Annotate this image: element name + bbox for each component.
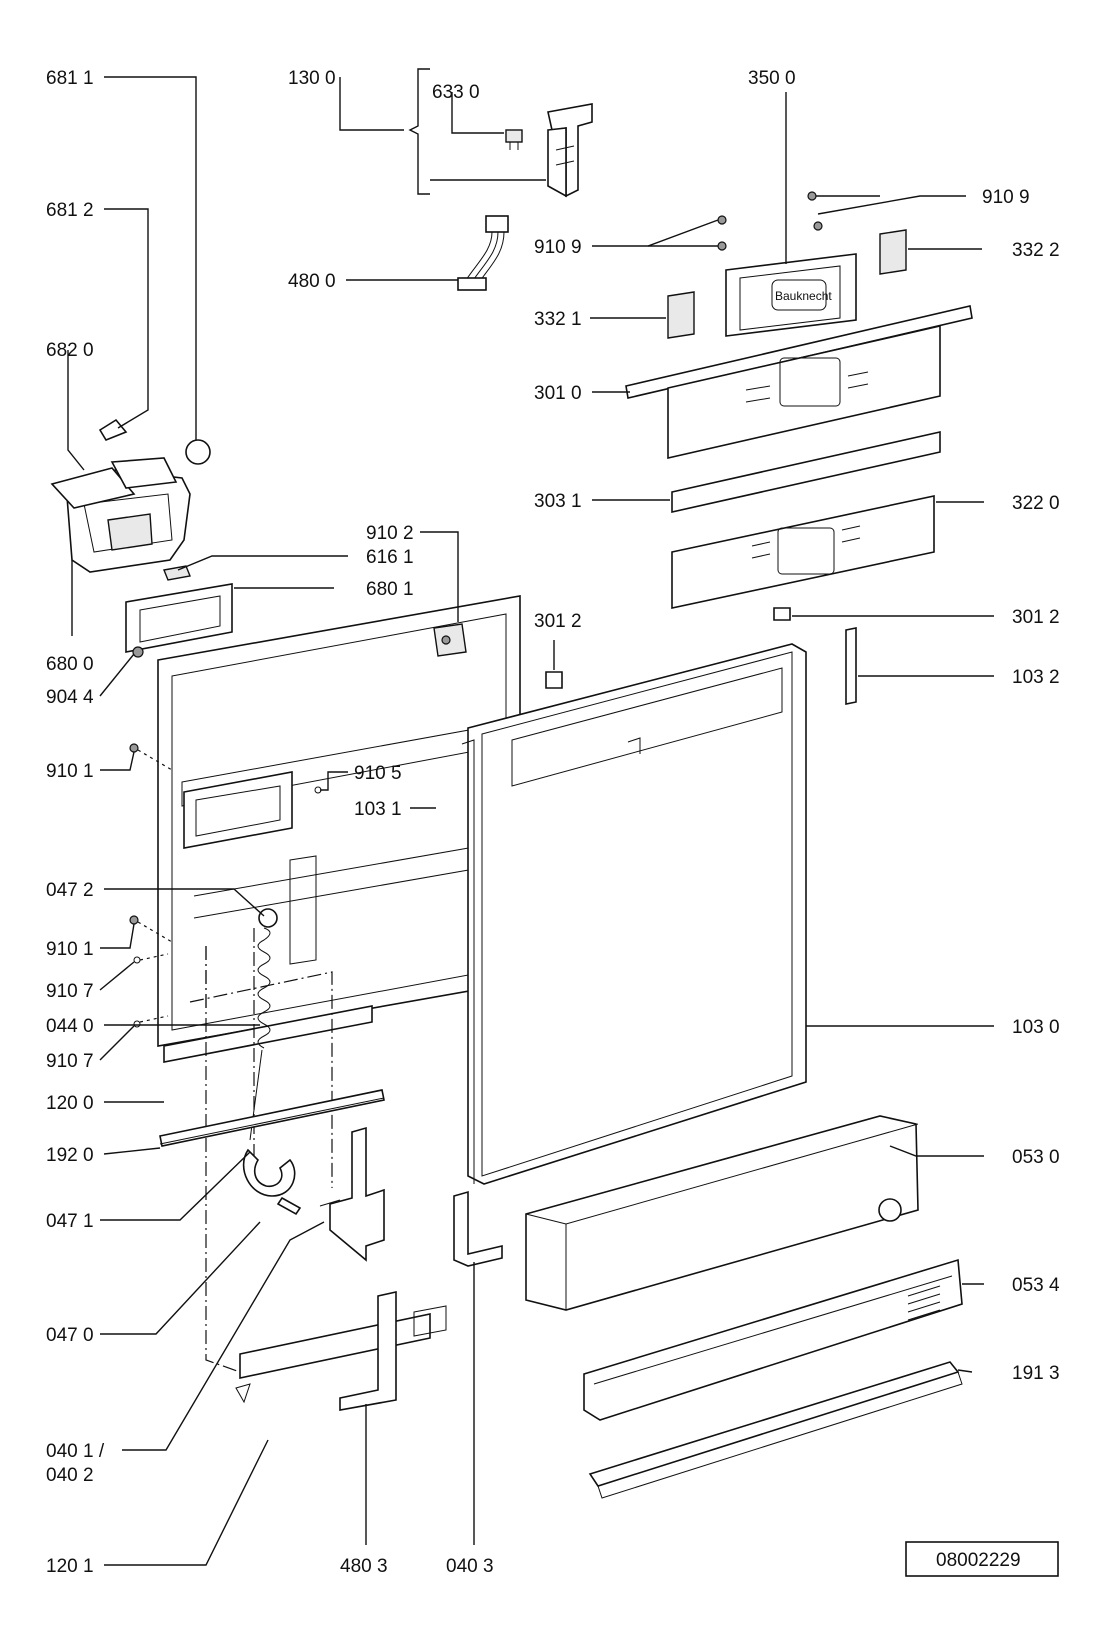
part-4803-plate [339,1291,397,1411]
label-053-4: 053 4 [1012,1275,1060,1296]
label-332-1: 332 1 [534,309,582,330]
label-480-3: 480 3 [340,1556,388,1577]
part-0472-hook [258,908,278,928]
part-6820-lid [50,457,178,509]
part-6330-switch [505,129,523,150]
part-3012-knob-right [773,607,791,621]
label-910-9-left: 910 9 [534,237,582,258]
label-910-7-upper: 910 7 [46,981,94,1002]
label-322-0: 322 0 [1012,493,1060,514]
part-9109-screws [717,191,823,251]
label-191-3: 191 3 [1012,1363,1060,1384]
label-103-0: 103 0 [1012,1017,1060,1038]
label-910-9-right: 910 9 [982,187,1030,208]
part-0440-spring [257,927,271,1049]
label-681-2: 681 2 [46,200,94,221]
control-module-logo: Bauknecht [775,289,832,303]
part-1032-trim [845,627,857,705]
label-120-1: 120 1 [46,1556,94,1577]
part-3321-board [667,291,695,339]
part-3031-strip [671,431,941,513]
part-labels: 681 1 130 0 633 0 350 0 910 9 681 2 910 … [46,68,1060,1577]
part-0401-hinge-bracket [319,1126,385,1262]
label-350-0: 350 0 [748,68,796,89]
part-6812-clip [98,418,128,441]
part-1200-inner-door [157,595,521,1063]
part-3322-board [879,229,907,275]
part-9107-screws [133,956,141,1028]
label-103-2: 103 2 [1012,667,1060,688]
label-040-1: 040 1 / [46,1441,105,1462]
label-910-2: 910 2 [366,523,414,544]
label-040-2: 040 2 [46,1465,94,1486]
part-1201-rail [235,1305,447,1404]
label-044-0: 044 0 [46,1016,94,1037]
part-0530-carrier [525,1115,919,1311]
part-4800-harness [457,215,509,291]
part-6811-ring [185,439,211,465]
label-192-0: 192 0 [46,1145,94,1166]
part-1913-strip [588,1361,963,1499]
label-616-1: 616 1 [366,547,414,568]
part-0534-plinth [583,1258,963,1421]
leader-lines [67,68,994,1566]
label-303-1: 303 1 [534,491,582,512]
label-633-0: 633 0 [432,82,480,103]
part-1920-strip [159,1089,385,1147]
label-053-0: 053 0 [1012,1147,1060,1168]
label-910-5: 910 5 [354,763,402,784]
label-040-3: 040 3 [446,1556,494,1577]
label-047-2: 047 2 [46,880,94,901]
label-120-0: 120 0 [46,1093,94,1114]
label-480-0: 480 0 [288,271,336,292]
label-904-4: 904 4 [46,687,94,708]
label-130-0: 130 0 [288,68,336,89]
label-680-0: 680 0 [46,654,94,675]
label-103-1: 103 1 [354,799,402,820]
label-301-0: 301 0 [534,383,582,404]
part-3500-control-module: Bauknecht [725,253,857,337]
part-9102-hinge [433,623,467,657]
part-0403-bracket [453,1190,503,1267]
part-9044-screw [132,646,144,658]
part-1300-bracket [547,103,593,198]
label-910-1-lower: 910 1 [46,939,94,960]
part-6801-gasket [125,583,233,653]
part-1030-outer-door [461,643,807,1185]
part-3220-fascia [671,495,935,609]
label-682-0: 682 0 [46,340,94,361]
part-6161-latch [163,565,191,581]
part-9101-screws [129,743,139,925]
label-332-2: 332 2 [1012,240,1060,261]
label-047-1: 047 1 [46,1211,94,1232]
part-3010-control-panel [625,305,973,460]
document-number: 08002229 [936,1550,1021,1571]
part-0470-pulley [242,1148,302,1216]
label-681-1: 681 1 [46,68,94,89]
label-301-2-left: 301 2 [534,611,582,632]
label-047-0: 047 0 [46,1325,94,1346]
label-910-7-lower: 910 7 [46,1051,94,1072]
label-301-2-right: 301 2 [1012,607,1060,628]
label-680-1: 680 1 [366,579,414,600]
part-3012-knob-left [545,671,563,689]
label-910-1-upper: 910 1 [46,761,94,782]
document-number-box: 08002229 [905,1541,1059,1577]
